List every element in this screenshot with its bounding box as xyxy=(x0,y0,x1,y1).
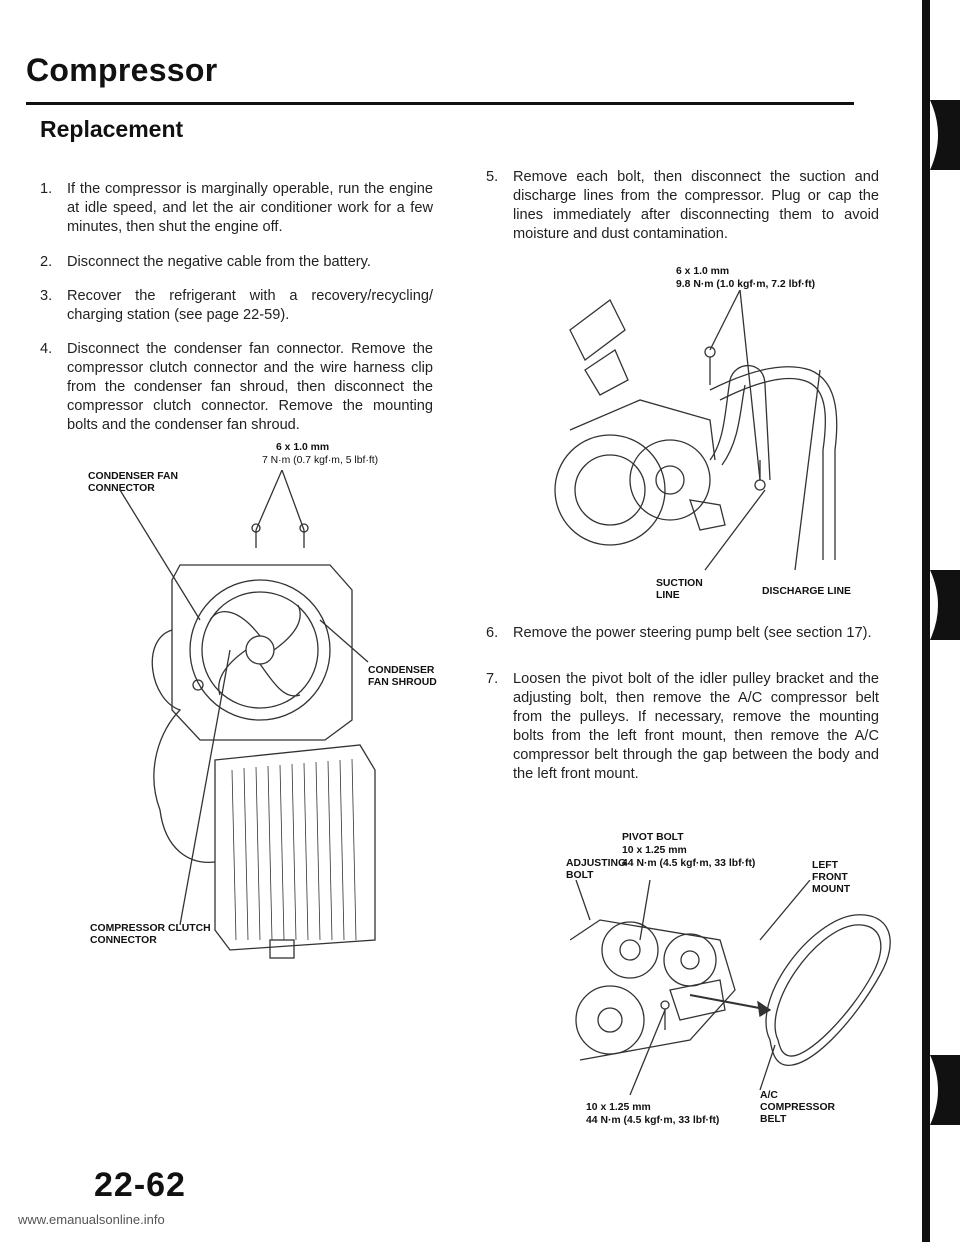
footer-url[interactable]: www.emanualsonline.info xyxy=(18,1212,165,1227)
step-number: 7. xyxy=(486,671,499,687)
condenser-fan-illustration xyxy=(120,470,376,959)
fig3-left-front-mount-label: LEFT FRONT MOUNT xyxy=(812,860,851,895)
fig2-torque: 9.8 N·m (1.0 kgf·m, 7.2 lbf·ft) xyxy=(676,279,816,290)
step-text: Loosen the pivot bolt of the idler pulle… xyxy=(513,671,879,782)
step-text: Recover the refrigerant with a recovery/… xyxy=(67,288,433,323)
fig1-compressor-clutch-connector-label: COMPRESSOR CLUTCH CONNECTOR xyxy=(90,923,211,946)
step-number: 6. xyxy=(486,625,499,641)
fig3-adjusting-bolt-label: ADJUSTING BOLT xyxy=(566,858,627,881)
fig2-suction-line-label: SUCTION LINE xyxy=(656,578,703,601)
step-text: If the compressor is marginally operable… xyxy=(67,181,433,235)
step-text: Remove each bolt, then disconnect the su… xyxy=(513,169,879,242)
compressor-belt-illustration xyxy=(570,880,891,1096)
right-edge-tabs xyxy=(922,0,960,1242)
fig1-bolt-size: 6 x 1.0 mm xyxy=(276,442,330,453)
fig3-ac-compressor-belt-label: A/C COMPRESSOR BELT xyxy=(760,1090,836,1125)
fig3-pivot-torque: 44 N·m (4.5 kgf·m, 33 lbf·ft) xyxy=(622,858,756,869)
bolt-icon xyxy=(251,523,309,548)
step-number: 3. xyxy=(40,288,53,304)
fig3-mount-torque: 44 N·m (4.5 kgf·m, 33 lbf·ft) xyxy=(586,1115,720,1126)
fig1-condenser-fan-shroud-label: CONDENSER FAN SHROUD xyxy=(368,665,437,688)
fig3-pivot-size: 10 x 1.25 mm xyxy=(622,845,687,856)
fig3-mount-size: 10 x 1.25 mm xyxy=(586,1102,651,1113)
fig2-bolt-size: 6 x 1.0 mm xyxy=(676,266,730,277)
step-text: Remove the power steering pump belt (see… xyxy=(513,625,872,641)
compressor-lines-illustration xyxy=(554,290,838,571)
page-number: 22-62 xyxy=(94,1166,186,1204)
step-number: 5. xyxy=(486,169,499,185)
section-heading: Replacement xyxy=(40,116,184,142)
fig2-discharge-line-label: DISCHARGE LINE xyxy=(762,586,851,597)
fig1-condenser-fan-connector-label: CONDENSER FAN CONNECTOR xyxy=(88,471,179,494)
title-rule xyxy=(26,102,854,105)
step-number: 4. xyxy=(40,341,53,357)
page-title: Compressor xyxy=(26,52,218,88)
step-text: Disconnect the condenser fan connector. … xyxy=(67,341,433,433)
step-text: Disconnect the negative cable from the b… xyxy=(67,254,371,270)
step-number: 2. xyxy=(40,254,53,270)
fig3-pivot-bolt-label: PIVOT BOLT xyxy=(622,832,684,843)
step-number: 1. xyxy=(40,181,53,197)
fig1-torque: 7 N·m (0.7 kgf·m, 5 lbf·ft) xyxy=(262,455,379,466)
